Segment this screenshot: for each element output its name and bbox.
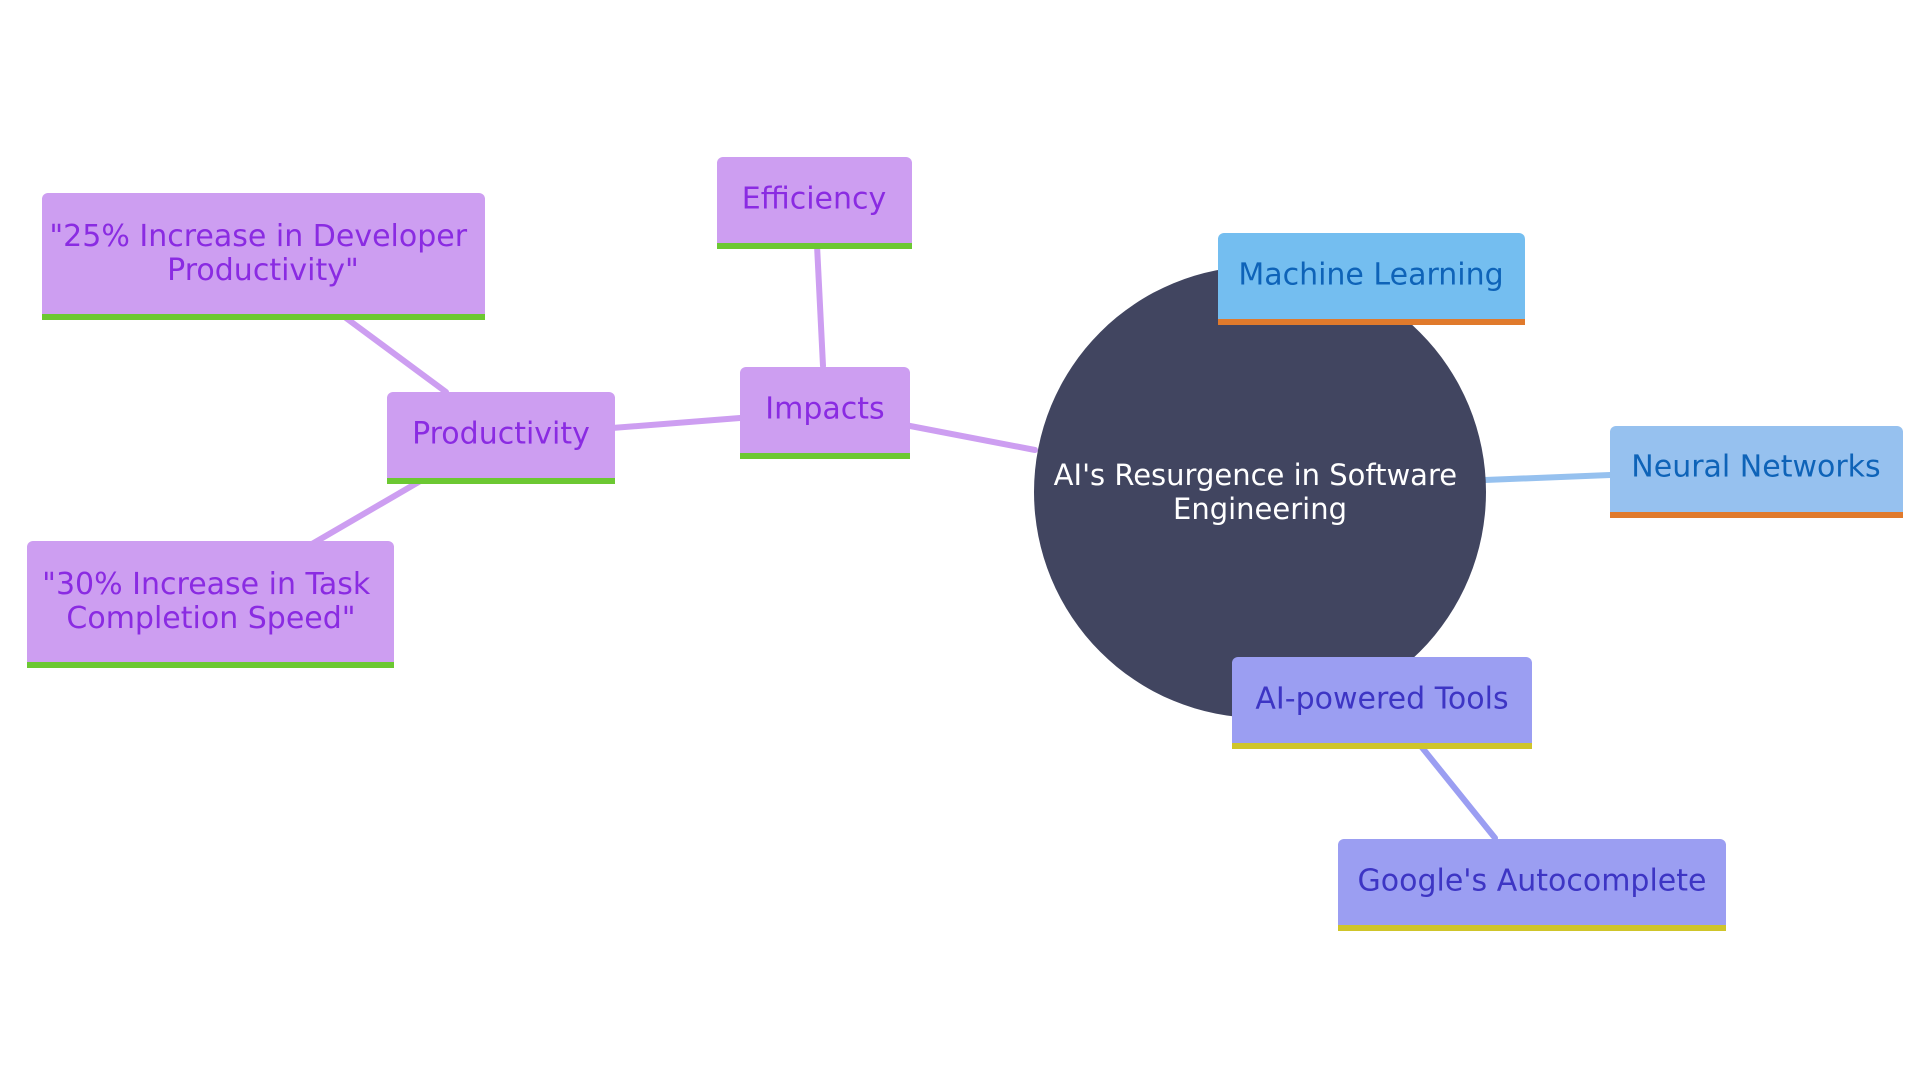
node-underline <box>1338 925 1726 931</box>
node-box <box>1610 426 1903 518</box>
node-label: "25% Increase in Developer Productivity" <box>49 219 476 288</box>
node-underline <box>740 453 910 459</box>
node-impacts[interactable]: Impacts <box>740 367 910 459</box>
edge-center-impacts <box>902 422 1038 453</box>
node-underline <box>27 662 394 668</box>
edge-impacts-efficiency <box>814 242 826 369</box>
node-label: Machine Learning <box>1238 258 1503 293</box>
node-box <box>27 541 394 668</box>
node-box <box>1218 233 1525 325</box>
node-label: Impacts <box>765 392 884 427</box>
center-label-line-2: Engineering <box>1173 492 1347 526</box>
node-machine-learning[interactable]: Machine Learning <box>1218 233 1525 325</box>
node-ai-powered-tools[interactable]: AI-powered Tools <box>1232 657 1532 749</box>
node-label: Efficiency <box>742 182 887 217</box>
node-box <box>42 193 485 320</box>
node-box <box>717 157 912 249</box>
center-node[interactable]: AI's Resurgence in Software Engineering <box>1034 266 1486 718</box>
edges <box>309 242 1613 841</box>
center-label-line-1: AI's Resurgence in Software <box>1054 458 1457 492</box>
node-label: Google's Autocomplete <box>1358 864 1707 899</box>
edge-tools-google <box>1417 742 1498 841</box>
node-label-line-2: Productivity" <box>167 253 359 288</box>
node-productivity[interactable]: Productivity <box>387 392 615 484</box>
node-underline <box>717 243 912 249</box>
node-label: "30% Increase in Task Completion Speed" <box>42 567 380 636</box>
node-box <box>740 367 910 459</box>
node-underline <box>387 478 615 484</box>
node-task-completion-speed[interactable]: "30% Increase in Task Completion Speed" <box>27 541 394 668</box>
edge-productivity-task <box>309 477 425 547</box>
edge-productivity-developer <box>343 315 449 395</box>
node-label: Productivity <box>412 417 590 452</box>
node-label-line-1: "25% Increase in Developer <box>49 219 467 254</box>
center-label: AI's Resurgence in Software Engineering <box>1054 458 1467 526</box>
edge-impacts-productivity <box>609 415 743 431</box>
node-neural-networks[interactable]: Neural Networks <box>1610 426 1903 518</box>
node-developer-productivity[interactable]: "25% Increase in Developer Productivity" <box>42 193 485 320</box>
node-label: AI-powered Tools <box>1255 682 1508 717</box>
node-label-line-2: Completion Speed" <box>66 601 355 636</box>
center-circle <box>1034 266 1486 718</box>
node-efficiency[interactable]: Efficiency <box>717 157 912 249</box>
node-underline <box>42 314 485 320</box>
node-label: Neural Networks <box>1631 450 1880 485</box>
node-label-line-1: "30% Increase in Task <box>42 567 371 602</box>
node-underline <box>1218 319 1525 325</box>
node-box <box>1232 657 1532 749</box>
edge-center-neural <box>1482 472 1613 483</box>
node-google-autocomplete[interactable]: Google's Autocomplete <box>1338 839 1726 931</box>
node-underline <box>1610 512 1903 518</box>
node-underline <box>1232 743 1532 749</box>
node-box <box>1338 839 1726 931</box>
node-box <box>387 392 615 484</box>
